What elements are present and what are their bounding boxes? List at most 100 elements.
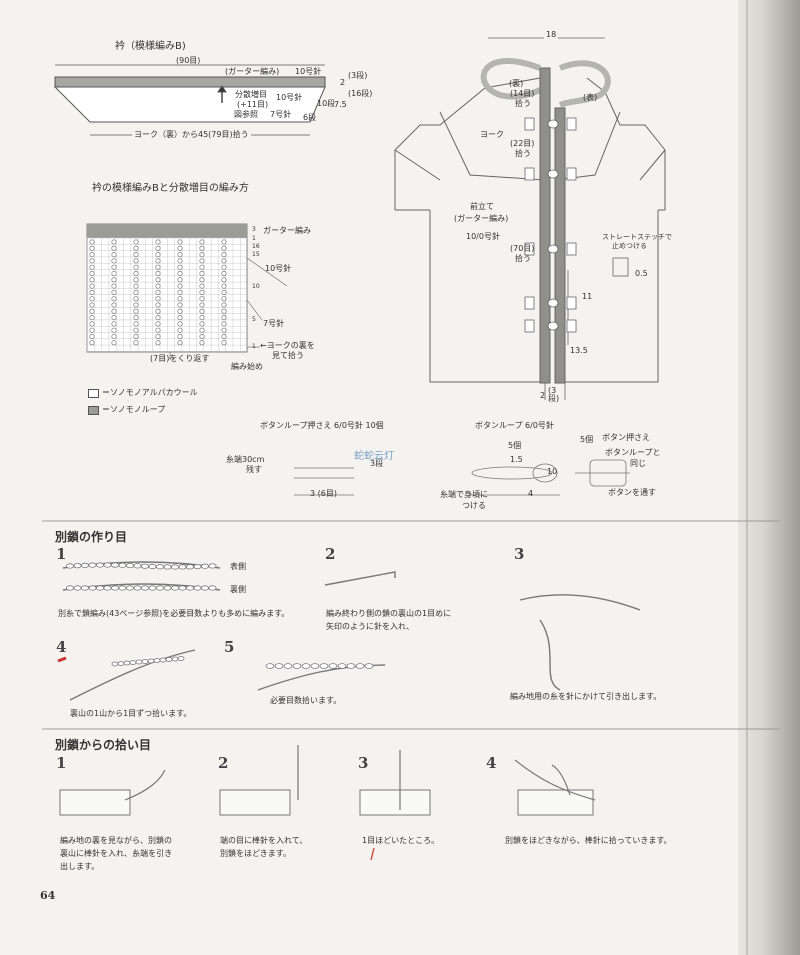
s1-step1-label-b: 裏側 [230,585,246,594]
chain-stitch [364,663,374,669]
stitch-symbol [155,315,161,321]
holder-tail-2: 残す [246,465,262,474]
chain-stitch [135,659,143,665]
chain-stitch [310,663,320,669]
s1-step4-text: 裏山の1山から1目ずつ拾います。 [70,709,192,718]
stitch-symbol [111,277,117,283]
placket-loop-right [566,167,577,181]
stitch-symbol [89,239,95,245]
collar-needle-10: 10号針 [295,67,322,76]
s2-step1-text-3: 出します。 [60,862,100,871]
s2-step1-text-1: 編み地の裏を見ながら、別鎖の [60,836,172,845]
chain-stitch [123,660,131,666]
s1-step1-num: 1 [56,545,67,563]
stitch-symbol [177,264,183,270]
loop-count: 5個 [508,441,522,450]
collar-diagram [53,64,326,136]
chain-stitch [274,663,284,669]
stitch-symbol [155,283,161,289]
stitch-symbol [89,327,95,333]
stitch-symbol [155,245,161,251]
stitch-symbol [89,283,95,289]
chain-stitch [170,585,179,591]
s2-step3-num: 3 [358,754,369,772]
body-dim-11: 11 [582,292,593,301]
stitch-symbol [89,315,95,321]
chain-stitch [133,585,142,591]
stitch-symbol [177,283,183,289]
body-band-3: 10/0号針 [466,232,500,241]
collar-garter: (ガーター編み) [225,67,280,76]
stitch-symbol [199,327,205,333]
stitch-symbol [199,321,205,327]
collar-title: 衿（模様編みB) [115,41,186,52]
body-pick-22: (22目) [510,139,535,148]
chain-stitch [88,562,97,568]
stitch-symbol [199,264,205,270]
legend-gray: ＝ソノモノループ [102,405,166,414]
stitch-symbol [133,264,139,270]
stitch-symbol [133,245,139,251]
pick-up-illustrations [59,789,594,816]
chain-stitch [148,585,157,591]
chain-stitch [73,585,82,591]
s1-step2-text-1: 編み終わり側の鎖の裏山の1目めに [326,609,452,618]
collar-increase-2: (+11目) [237,100,269,109]
chain-stitch [265,663,275,669]
chart-row-15: 15 [252,251,260,258]
stitch-symbol [133,277,139,283]
chain-stitch [73,563,82,569]
collar-increase-1: 分散増目 [235,90,267,99]
stitch-symbol [221,302,227,308]
body-pick-70: (70目) [510,244,535,253]
placket-loop-right [566,296,577,310]
stitch-symbol [155,340,161,346]
body-dim-05: 0.5 [635,269,648,278]
stitch-symbol [111,252,117,258]
chart-start: 編み始め [231,362,263,371]
button-mark [547,298,559,308]
garment-body [394,37,666,400]
holder2-count: 5個 [580,435,594,444]
stitch-symbol [177,296,183,302]
stitch-symbol [89,270,95,276]
loop-d10: 10 [547,467,558,476]
chain-stitch [177,656,185,661]
chart-row-1b: 1 [252,343,256,350]
stitch-symbol [155,239,161,245]
stitch-symbol [199,302,205,308]
stitch-symbol [89,289,95,295]
chain-stitch [111,562,120,568]
s2-step4-num: 4 [486,754,497,772]
holder2-note-3: ボタンを通す [608,488,656,497]
collar-rows-top-dan: (3段) [348,71,368,80]
stitch-symbol [177,340,183,346]
stitch-symbol [221,321,227,327]
s1-step2-num: 2 [325,545,336,563]
stitch-symbol [221,296,227,302]
stitch-symbol [221,245,227,251]
loop-d15: 1.5 [510,455,523,464]
button-mark [547,119,559,129]
chain-stitch [319,663,329,669]
chain-stitch [200,563,209,569]
s2-step1-num: 1 [56,754,67,772]
stitch-symbol [89,252,95,258]
s1-step5-text: 必要目数拾います。 [270,696,342,705]
chain-stitch [66,585,75,591]
chain-stitch [170,564,179,570]
stitch-symbol [221,264,227,270]
placket-loop-left [524,117,535,131]
stitch-symbol [221,252,227,258]
legend-white: ＝ソノモノアルパカウール [102,388,198,397]
stitch-symbol [89,245,95,251]
body-pick-70b: 拾う [515,254,531,263]
loop-d4: 4 [528,489,534,498]
chart-needle-10: 10号針 [265,264,292,273]
chain-stitch [66,563,75,569]
holder-rows: 3段 [370,459,384,468]
chain-stitch [159,657,167,663]
chart-row-5: 5 [252,316,256,323]
chain-stitch [185,564,194,570]
chain-stitch [165,657,173,662]
